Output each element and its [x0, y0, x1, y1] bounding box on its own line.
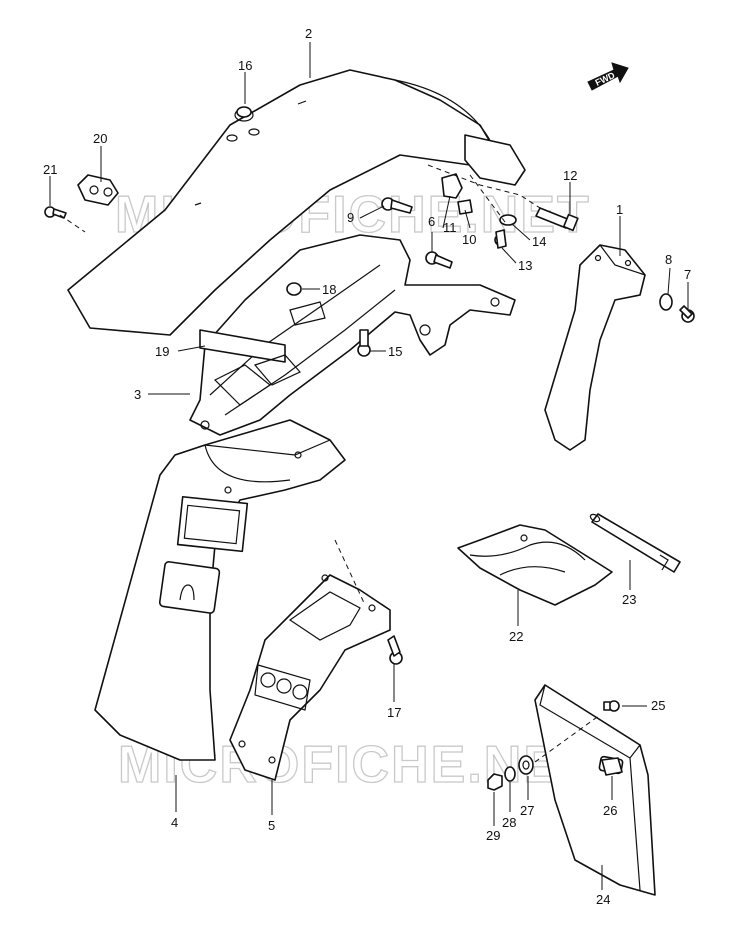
callout-22: 22 — [509, 629, 523, 644]
part-20-bracket-icon[interactable] — [77, 174, 119, 206]
part-3-frame[interactable] — [189, 234, 516, 439]
part-9-bolt-icon[interactable] — [381, 197, 413, 214]
part-16-grommet-icon[interactable] — [236, 106, 252, 118]
callout-29: 29 — [486, 828, 500, 843]
callout-19: 19 — [155, 344, 169, 359]
part-1-inner-fender[interactable] — [544, 244, 646, 451]
callout-10: 10 — [462, 232, 476, 247]
callout-3: 3 — [134, 387, 141, 402]
callout-1: 1 — [616, 202, 623, 217]
part-27-washer-icon[interactable] — [518, 755, 534, 775]
callout-2: 2 — [305, 26, 312, 41]
callout-18: 18 — [322, 282, 336, 297]
callout-14: 14 — [532, 234, 546, 249]
callout-23: 23 — [622, 592, 636, 607]
part-18-grommet-icon[interactable] — [286, 282, 302, 296]
part-29-nut-icon[interactable] — [487, 773, 503, 791]
part-2-rear-fender[interactable] — [67, 69, 526, 336]
part-28-washer-icon[interactable] — [504, 766, 516, 782]
callout-4: 4 — [171, 815, 178, 830]
callout-13: 13 — [518, 258, 532, 273]
callout-26: 26 — [603, 803, 617, 818]
part-21-bolt-icon[interactable] — [44, 206, 67, 219]
part-5-bracket[interactable] — [229, 574, 391, 781]
part-11-grommet-icon[interactable] — [441, 173, 463, 199]
part-25-bolt-icon[interactable] — [603, 700, 620, 712]
callout-7: 7 — [684, 267, 691, 282]
part-26-clip-icon[interactable] — [601, 757, 623, 776]
callout-16: 16 — [238, 58, 252, 73]
callout-25: 25 — [651, 698, 665, 713]
fwd-arrow-icon: FWD — [587, 62, 629, 91]
part-17-bolt-icon[interactable] — [387, 635, 403, 665]
callout-17: 17 — [387, 705, 401, 720]
callout-27: 27 — [520, 803, 534, 818]
part-23-tool[interactable] — [589, 513, 681, 573]
callout-9: 9 — [347, 210, 354, 225]
callout-24: 24 — [596, 892, 610, 907]
callout-6: 6 — [428, 214, 435, 229]
part-13-bolt-icon[interactable] — [494, 229, 507, 249]
callout-5: 5 — [268, 818, 275, 833]
callout-20: 20 — [93, 131, 107, 146]
part-12-bolt-icon[interactable] — [535, 207, 579, 232]
part-15-bolt-icon[interactable] — [357, 329, 371, 357]
callout-12: 12 — [563, 168, 577, 183]
callout-11: 11 — [443, 220, 457, 235]
part-10-collar-icon[interactable] — [457, 199, 473, 215]
callout-8: 8 — [665, 252, 672, 267]
part-22-tool-bag[interactable] — [457, 524, 613, 606]
callout-28: 28 — [502, 815, 516, 830]
part-7-bolt-icon[interactable] — [679, 305, 695, 323]
part-6-bolt-icon[interactable] — [425, 251, 453, 269]
part-14-washer-icon[interactable] — [499, 214, 517, 226]
part-4-lower-fender[interactable] — [94, 419, 346, 761]
callout-15: 15 — [388, 344, 402, 359]
part-8-washer-icon[interactable] — [659, 293, 673, 311]
part-24-mud-flap[interactable] — [534, 684, 656, 896]
callout-21: 21 — [43, 162, 57, 177]
